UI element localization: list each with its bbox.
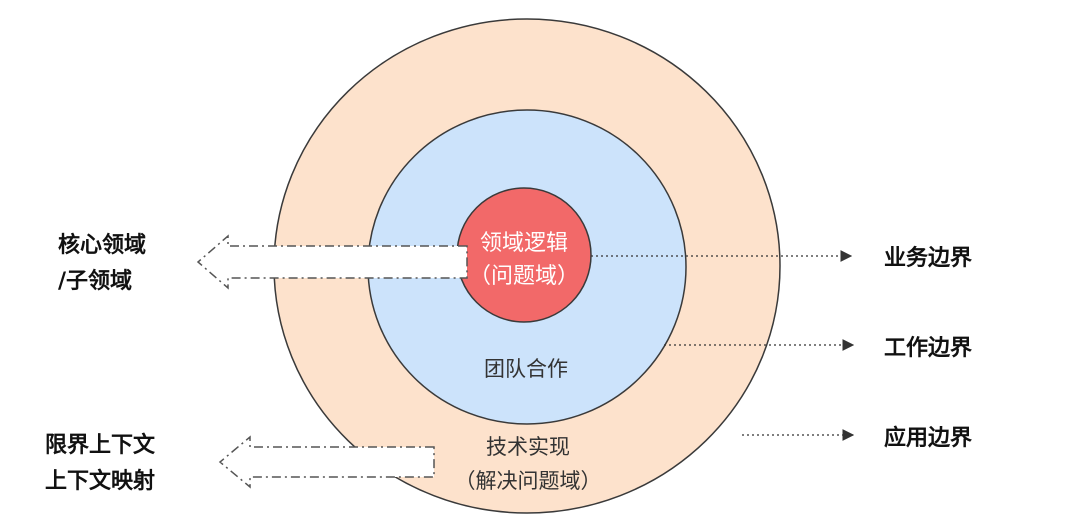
left-top-label-line1: 核心领域 [58,232,146,258]
bounded-context-arrow [218,435,435,489]
middle-label: 团队合作 [484,357,568,381]
left-top-label-line2: /子领域 [58,268,132,294]
outer-label-line2: （解决问题域） [455,469,602,493]
core-label-line2: （问题域） [469,264,579,289]
left-bottom-label-line2: 上下文映射 [45,468,155,494]
left-bottom-label-line1: 限界上下文 [45,432,156,458]
core-label-line1: 领域逻辑 [480,231,568,256]
core-domain-arrow [196,234,468,290]
business-boundary-label: 业务边界 [884,246,972,271]
outer-label-line1: 技术实现 [486,435,570,459]
work-boundary-label: 工作边界 [884,336,972,361]
application-boundary-label: 应用边界 [884,425,972,451]
